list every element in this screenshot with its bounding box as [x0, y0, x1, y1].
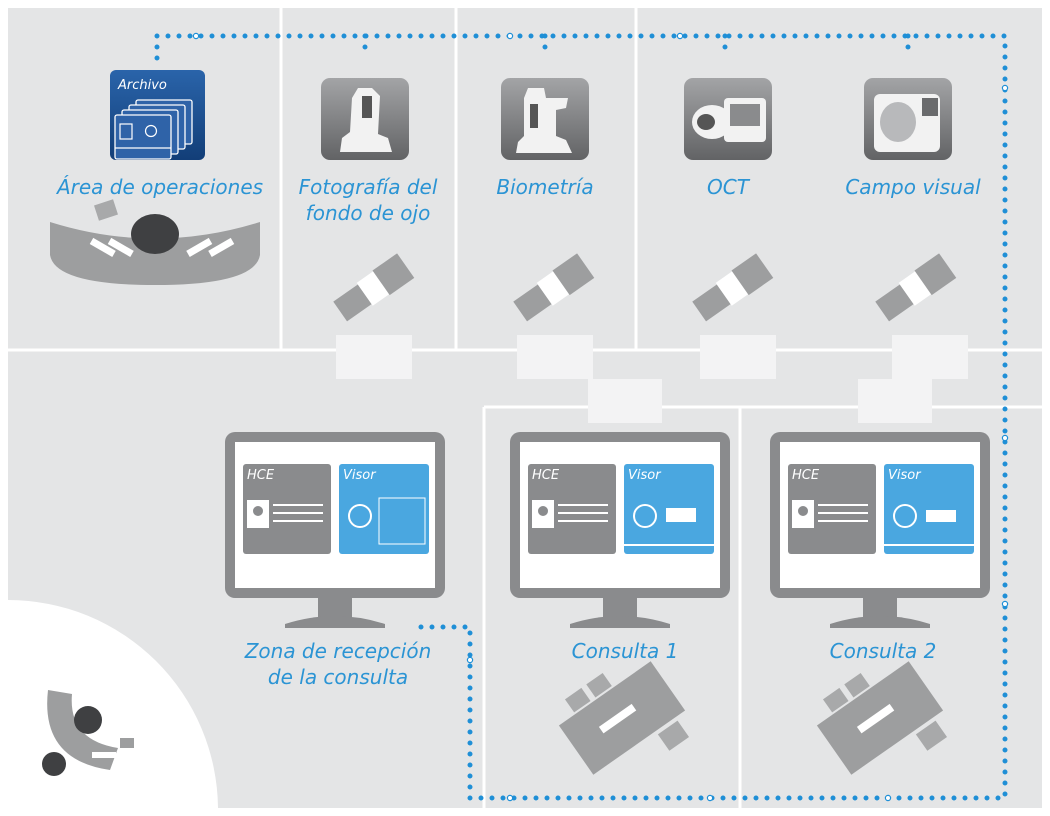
operating-area-label: Área de operaciones [56, 175, 264, 199]
consult-2-monitor: HCE Visor [770, 432, 990, 628]
consult-1-label: Consulta 1 [571, 639, 679, 663]
ehr-panel [788, 464, 876, 554]
visual-field-label: Campo visual [845, 175, 981, 199]
svg-text:Visor: Visor [888, 468, 922, 483]
oct-label: OCT [707, 175, 749, 199]
network-line [154, 33, 1008, 801]
biometry-label: Biometría [496, 175, 594, 199]
viewer-panel [339, 464, 429, 554]
svg-text:Archivo: Archivo [117, 78, 167, 93]
ehr-panel [243, 464, 331, 554]
visual-field-device-icon [864, 78, 952, 160]
svg-text:HCE: HCE [247, 468, 275, 483]
reception-monitor: HCE Visor [225, 432, 445, 628]
ehr-panel [528, 464, 616, 554]
oct-device-icon [684, 78, 772, 160]
exam-desks [333, 253, 957, 322]
reception-desk [42, 690, 134, 776]
fundus-camera-icon [321, 78, 409, 160]
consult-desks [558, 661, 948, 775]
svg-text:HCE: HCE [792, 468, 820, 483]
doors [336, 335, 968, 423]
network-nodes [192, 32, 1009, 802]
svg-text:Visor: Visor [628, 468, 662, 483]
consult-1-monitor: HCE Visor [510, 432, 730, 628]
operating-table [50, 199, 260, 285]
archive-icon: Archivo [110, 70, 205, 160]
viewer-panel [884, 464, 974, 554]
consult-2-label: Consulta 2 [829, 639, 937, 663]
biometry-device-icon [501, 78, 589, 160]
svg-text:Visor: Visor [343, 468, 377, 483]
svg-text:HCE: HCE [532, 468, 560, 483]
